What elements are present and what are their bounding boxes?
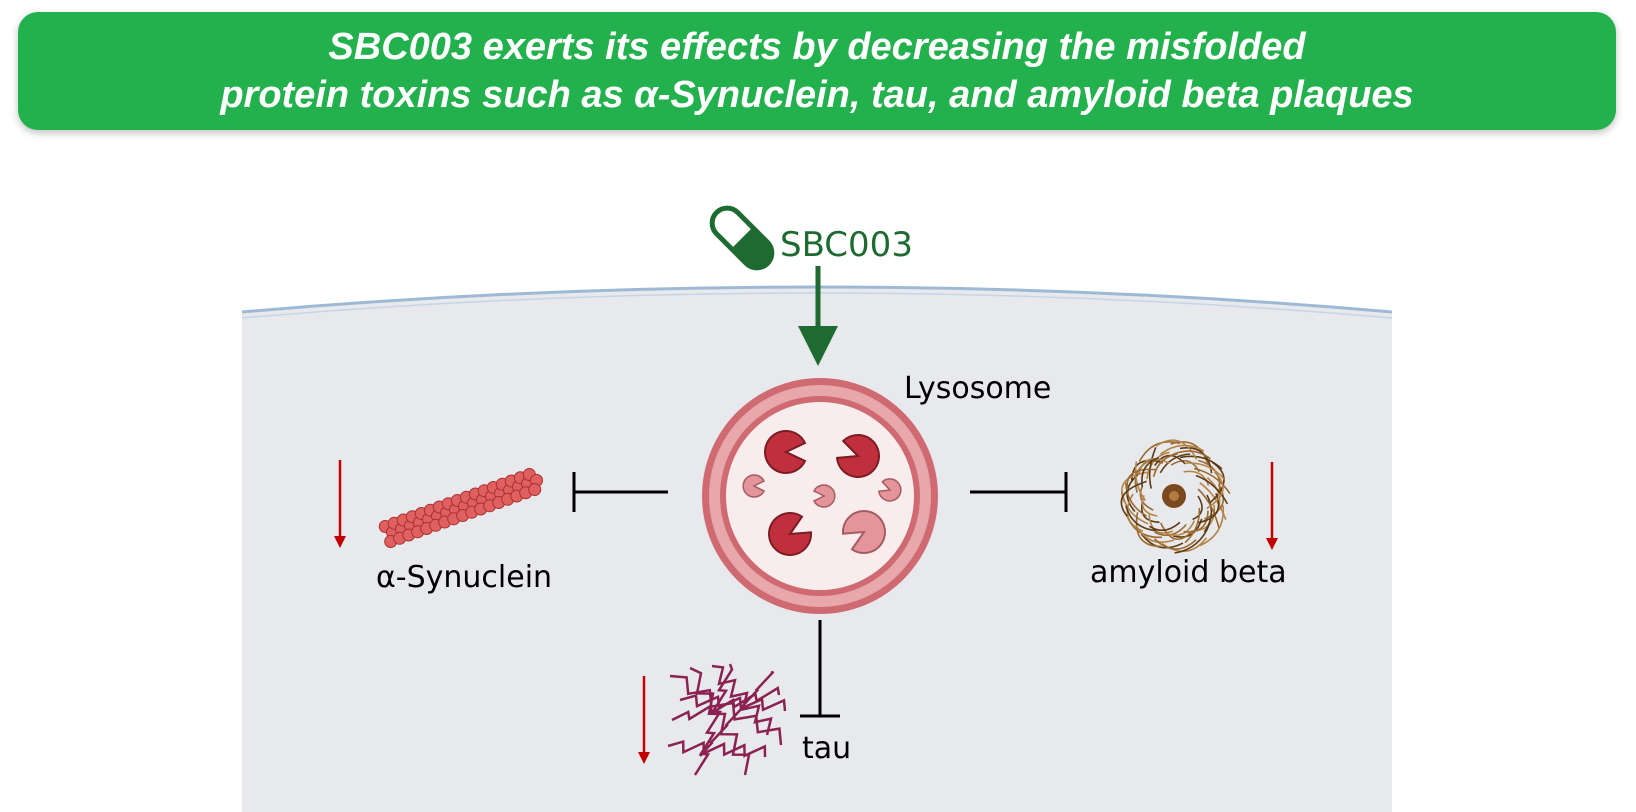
lysosome — [702, 378, 938, 614]
inhibit-synuclein — [572, 472, 668, 512]
enzyme-icon — [812, 484, 836, 508]
amyloid-label: amyloid beta — [1090, 555, 1287, 590]
enzyme-icon — [878, 478, 902, 502]
drug-label: SBC003 — [780, 225, 913, 265]
enzyme-icon — [768, 512, 812, 556]
title-line-1: SBC003 exerts its effects by decreasing … — [328, 26, 1306, 68]
decrease-arrow-synuclein — [334, 460, 346, 548]
title-line-2: protein toxins such as α-Synuclein, tau,… — [220, 74, 1414, 116]
synuclein-fibril-icon — [378, 468, 543, 548]
decrease-arrow-tau — [638, 676, 650, 764]
inhibit-amyloid — [970, 472, 1068, 512]
tau-tangle-icon — [667, 663, 787, 776]
decrease-arrow-amyloid — [1266, 462, 1278, 550]
synuclein-label: α-Synuclein — [376, 560, 552, 595]
capsule-icon — [709, 205, 775, 271]
lysosome-label: Lysosome — [904, 371, 1051, 406]
inhibit-tau — [800, 620, 840, 718]
title-banner: SBC003 exerts its effects by decreasing … — [18, 12, 1616, 130]
enzyme-icon — [742, 474, 766, 498]
tau-label: tau — [802, 731, 851, 766]
enzyme-icon — [835, 434, 880, 478]
amyloid-plaque-icon — [1120, 439, 1231, 554]
enzyme-icon — [764, 430, 807, 474]
enzyme-icon — [842, 510, 886, 554]
